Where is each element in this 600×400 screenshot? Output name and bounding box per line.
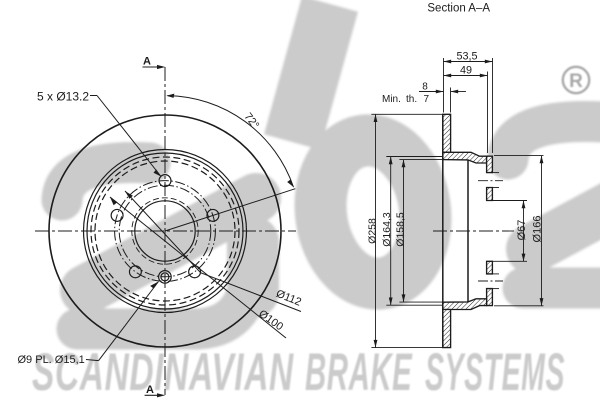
svg-text:Ø67: Ø67	[516, 220, 528, 241]
svg-text:BRAKE: BRAKE	[305, 343, 413, 400]
svg-text:8: 8	[422, 82, 428, 93]
svg-text:Ø9 PL. Ø15,1: Ø9 PL. Ø15,1	[18, 354, 85, 366]
svg-text:53,5: 53,5	[457, 50, 478, 62]
svg-text:7: 7	[424, 94, 430, 105]
svg-text:49: 49	[460, 65, 472, 77]
svg-text:Ø158,5: Ø158,5	[394, 212, 406, 247]
svg-text:Section A–A: Section A–A	[427, 2, 490, 14]
svg-text:Ø166: Ø166	[532, 216, 544, 243]
svg-text:Ø164,3: Ø164,3	[381, 212, 393, 247]
svg-text:SCANDINAVIAN: SCANDINAVIAN	[32, 343, 294, 400]
svg-text:A: A	[143, 56, 151, 68]
svg-text:th.: th.	[406, 94, 417, 105]
svg-text:R: R	[569, 71, 583, 92]
svg-text:Min.: Min.	[382, 94, 401, 105]
svg-text:SYSTEMS: SYSTEMS	[425, 343, 565, 400]
svg-text:Ø258: Ø258	[366, 218, 378, 244]
svg-text:5 x Ø13.2: 5 x Ø13.2	[37, 90, 89, 104]
svg-text:A: A	[146, 384, 154, 396]
